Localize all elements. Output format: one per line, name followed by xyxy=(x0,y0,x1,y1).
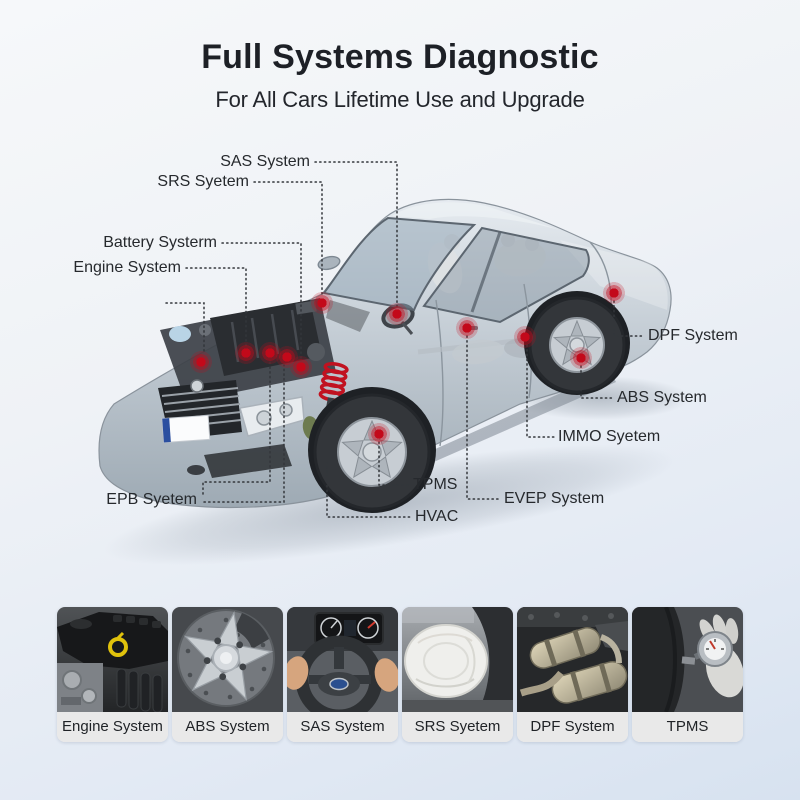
card-engine-system: Engine System xyxy=(57,607,168,742)
leader-epb xyxy=(203,364,285,503)
marker-dpf xyxy=(602,281,626,305)
rear-wheel xyxy=(524,291,630,395)
callout-label-srs-system: SRS Syetem xyxy=(157,173,249,190)
brand-logo xyxy=(190,379,204,393)
callout-label-sas-system: SAS System xyxy=(220,153,310,170)
system-card-label: Engine System xyxy=(57,712,168,742)
car-panel-lines xyxy=(317,241,612,447)
front-grille xyxy=(158,379,242,440)
leader-engine xyxy=(185,267,247,346)
marker-engine-2 xyxy=(189,350,213,374)
engine-photo xyxy=(57,607,168,712)
leader-tpms xyxy=(378,441,410,486)
system-card-label: ABS System xyxy=(172,712,283,742)
callout-label-evep-system: EVEP System xyxy=(504,490,605,507)
headlight xyxy=(239,396,305,437)
leader-abs xyxy=(580,365,614,399)
car-glass xyxy=(322,216,590,324)
card-srs-system: SRS Syetem xyxy=(402,607,513,742)
system-card-label: SRS Syetem xyxy=(402,712,513,742)
brake-caliper xyxy=(302,416,320,440)
leader-battery xyxy=(221,242,302,360)
card-dpf-system: DPF System xyxy=(517,607,628,742)
callout-label-battery-system: Battery Systerm xyxy=(103,234,217,251)
card-sas-system: SAS System xyxy=(287,607,398,742)
callout-label-abs-system: ABS System xyxy=(617,389,707,406)
page-title: Full Systems Diagnostic xyxy=(201,38,599,76)
leader-hvac xyxy=(326,461,412,518)
marker-abs xyxy=(569,346,593,370)
card-tpms: TPMS xyxy=(632,607,743,742)
marker-engine xyxy=(234,341,258,365)
car-interior-seats xyxy=(326,233,546,332)
leader-epb-2 xyxy=(202,360,271,495)
leader-sas xyxy=(314,161,398,307)
marker-srs xyxy=(310,291,334,315)
oil-cap-icon xyxy=(108,637,128,657)
front-bumper-intake xyxy=(187,444,292,478)
leader-lines xyxy=(165,161,645,518)
callout-label-immo-system: IMMO Syetem xyxy=(558,428,661,445)
marker-tpms xyxy=(367,422,391,446)
system-card-label: DPF System xyxy=(517,712,628,742)
steering-logo-icon xyxy=(329,677,349,691)
marker-sas xyxy=(385,302,409,326)
system-cards-row: Engine System xyxy=(57,607,743,742)
leader-engine-2 xyxy=(165,302,205,355)
underbody-mechanicals xyxy=(417,313,574,365)
callout-label-epb-system: EPB Syetem xyxy=(106,491,197,508)
system-card-label: TPMS xyxy=(632,712,743,742)
exhaust-filter-photo xyxy=(517,607,628,712)
wheel-brake-photo xyxy=(172,607,283,712)
steering-wheel-photo xyxy=(287,607,398,712)
callout-label-hvac: HVAC xyxy=(415,508,459,525)
marker-engine-3 xyxy=(258,341,282,365)
leader-evep xyxy=(466,335,501,500)
marker-evep xyxy=(455,316,479,340)
marker-immo xyxy=(513,325,537,349)
callout-label-tpms: TPMS xyxy=(413,476,458,493)
leader-immo xyxy=(526,344,555,438)
suspension-spring xyxy=(318,362,349,418)
callout-label-engine-system: Engine System xyxy=(73,259,181,276)
leader-srs xyxy=(253,181,323,297)
system-card-label: SAS System xyxy=(287,712,398,742)
license-plate xyxy=(161,414,211,444)
card-abs-system: ABS System xyxy=(172,607,283,742)
header: Full Systems Diagnostic For All Cars Lif… xyxy=(0,0,800,113)
callout-label-dpf-system: DPF System xyxy=(648,327,738,344)
airbag-photo xyxy=(402,607,513,712)
page-subtitle: For All Cars Lifetime Use and Upgrade xyxy=(215,87,585,112)
leader-dpf xyxy=(613,300,645,337)
tire-gauge-photo xyxy=(632,607,743,712)
